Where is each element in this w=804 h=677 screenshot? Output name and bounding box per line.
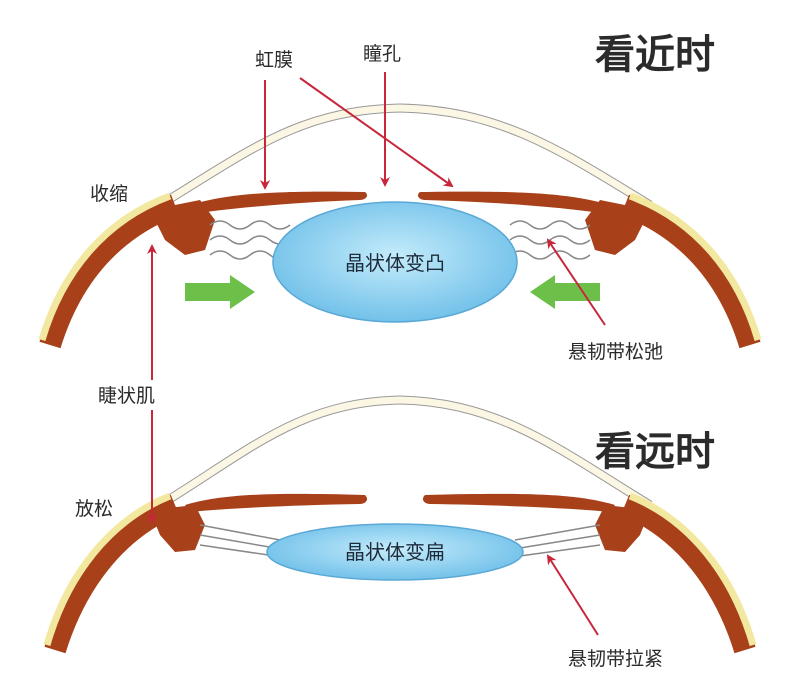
iris-right (417, 191, 620, 215)
title-far: 看远时 (595, 429, 715, 475)
lens-flat (266, 523, 524, 581)
label-contract: 收缩 (90, 183, 128, 205)
iris-left (185, 493, 368, 512)
label-zonule-slack: 悬韧带松弛 (568, 341, 663, 363)
green-arrow-right-icon (185, 275, 255, 309)
ciliary-body-right (585, 200, 650, 255)
lens-flat-label: 晶状体变扁 (345, 540, 445, 564)
ciliary-body-left (150, 200, 215, 255)
green-arrow-left-icon (530, 275, 600, 309)
ciliary-body-left (150, 505, 205, 552)
lens-convex-label: 晶状体变凸 (345, 251, 445, 275)
cornea (157, 395, 653, 509)
label-pupil: 瞳孔 (363, 43, 401, 65)
pointer-arrows (147, 72, 606, 636)
zonule-fibers-tight (199, 524, 601, 557)
title-near: 看近时 (595, 32, 715, 78)
iris-left (180, 191, 368, 215)
sclera-left (39, 194, 180, 349)
label-relax: 放松 (75, 498, 113, 520)
iris-right (422, 493, 615, 512)
label-zonule-tight: 悬韧带拉紧 (568, 648, 663, 670)
sclera-right (620, 194, 761, 349)
label-ciliary-muscle: 睫状肌 (98, 385, 155, 407)
lens-convex (272, 201, 518, 323)
near-eye: 晶状体变凸 (38, 103, 762, 349)
ciliary-body-right (595, 505, 650, 552)
label-iris: 虹膜 (255, 49, 293, 71)
